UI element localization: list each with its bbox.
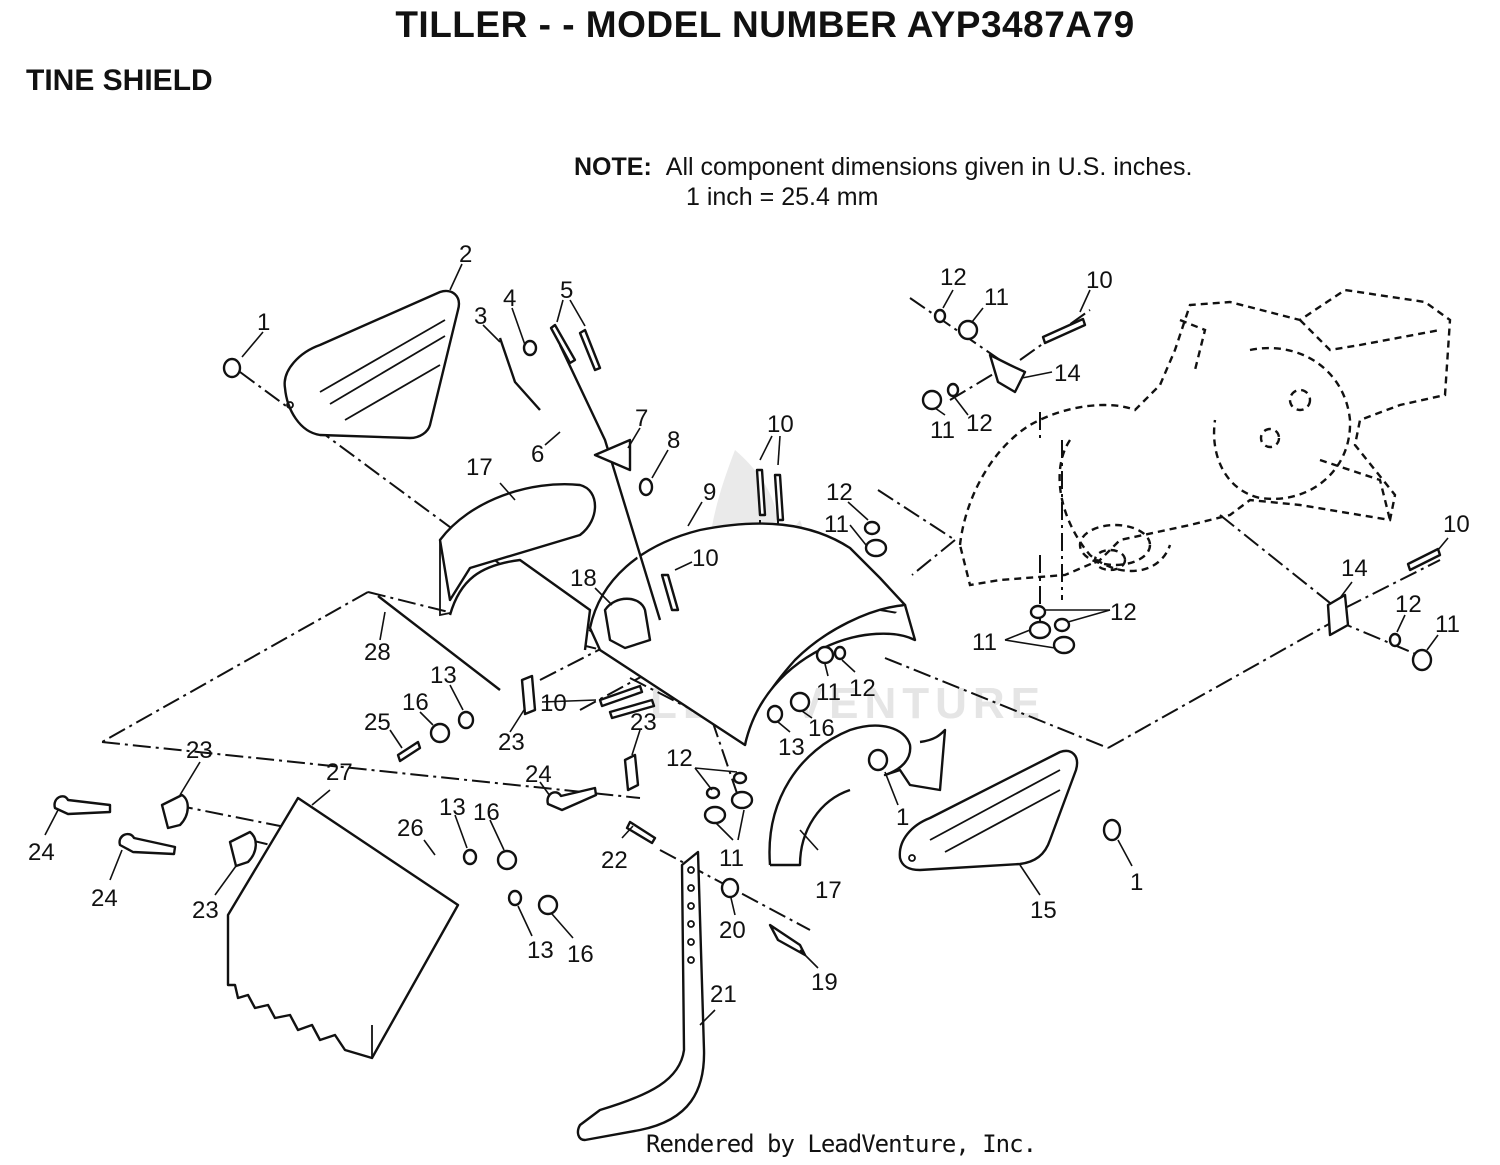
callout-12: 12: [1110, 599, 1137, 626]
callout-23: 23: [192, 897, 219, 924]
callout-12: 12: [1395, 591, 1422, 618]
part-17-upper-flap[interactable]: [438, 483, 597, 651]
callout-11: 11: [816, 679, 841, 706]
callout-12: 12: [826, 479, 853, 506]
bolts[interactable]: [53, 317, 1442, 856]
part-7-rod[interactable]: [558, 344, 662, 621]
callout-17: 17: [815, 877, 842, 904]
part-27-deflector[interactable]: [226, 796, 460, 1060]
callout-11: 11: [930, 417, 955, 444]
callout-10: 10: [540, 690, 567, 717]
callout-5: 5: [560, 277, 573, 304]
part-15-right-side-plate[interactable]: [898, 749, 1079, 872]
part-18-bracket[interactable]: [603, 597, 652, 650]
callout-15: 15: [1030, 897, 1057, 924]
depth-bar-holes: [687, 866, 695, 964]
callout-1: 1: [1130, 869, 1143, 896]
callout-10: 10: [767, 411, 794, 438]
callout-16: 16: [402, 689, 429, 716]
page-title: TILLER - - MODEL NUMBER AYP3487A79: [395, 4, 1135, 45]
callout-12: 12: [940, 264, 967, 291]
callout-11: 11: [824, 511, 849, 538]
note-label: NOTE:: [574, 153, 652, 181]
callout-14: 14: [1341, 555, 1368, 582]
callout-24: 24: [91, 885, 118, 912]
part-23-clamps[interactable]: [160, 674, 640, 868]
leader-lines: [44, 263, 1449, 1026]
callout-1: 1: [896, 804, 909, 831]
callout-16: 16: [473, 799, 500, 826]
callout-1: 1: [257, 309, 270, 336]
callout-numbers: 1 1 1 2 3 4 5 6 7 8 9 10 10 10 10 10 11 …: [28, 241, 1470, 1008]
callout-14: 14: [1054, 360, 1081, 387]
callout-9: 9: [703, 479, 716, 506]
callout-16: 16: [567, 941, 594, 968]
callout-11: 11: [972, 629, 997, 656]
callout-20: 20: [719, 917, 746, 944]
callout-25: 25: [364, 709, 391, 736]
callout-24: 24: [525, 761, 552, 788]
callout-17: 17: [466, 454, 493, 481]
tiller-frame-phantom: [958, 288, 1452, 587]
callout-18: 18: [570, 565, 597, 592]
callout-10: 10: [692, 545, 719, 572]
callout-13: 13: [430, 662, 457, 689]
callout-13: 13: [778, 734, 805, 761]
section-title: TINE SHIELD: [26, 64, 213, 97]
callout-12: 12: [666, 745, 693, 772]
callout-8: 8: [667, 427, 680, 454]
note-line-2: 1 inch = 25.4 mm: [686, 183, 879, 211]
part-2-left-side-plate[interactable]: [283, 289, 461, 440]
callout-23: 23: [630, 709, 657, 736]
callout-16: 16: [808, 715, 835, 742]
footer-credit: Rendered by LeadVenture, Inc.: [646, 1130, 1037, 1158]
callout-12: 12: [966, 410, 993, 437]
nuts-and-washers[interactable]: [222, 308, 1433, 916]
callout-10: 10: [1443, 511, 1470, 538]
callout-27: 27: [326, 759, 353, 786]
callout-3: 3: [474, 303, 487, 330]
callout-24: 24: [28, 839, 55, 866]
callout-7: 7: [635, 405, 648, 432]
dimension-note: NOTE: All component dimensions given in U…: [574, 152, 1192, 212]
callout-6: 6: [531, 441, 544, 468]
callout-11: 11: [1435, 611, 1460, 638]
callout-22: 22: [601, 847, 628, 874]
callout-23: 23: [186, 737, 213, 764]
callout-11: 11: [719, 845, 744, 872]
callout-10: 10: [1086, 267, 1113, 294]
callout-13: 13: [527, 937, 554, 964]
note-line-1: All component dimensions given in U.S. i…: [665, 153, 1193, 181]
callout-2: 2: [459, 241, 472, 268]
callout-4: 4: [503, 285, 516, 312]
callout-19: 19: [811, 969, 838, 996]
callout-12: 12: [849, 675, 876, 702]
callout-11: 11: [984, 284, 1009, 311]
callout-13: 13: [439, 794, 466, 821]
part-17-lower-flap[interactable]: [768, 724, 947, 867]
part-21-depth-bar[interactable]: [576, 850, 706, 1142]
part-14-bracket-right[interactable]: [1326, 593, 1350, 637]
callout-23: 23: [498, 729, 525, 756]
callout-21: 21: [710, 981, 737, 1008]
part-3-rod[interactable]: [498, 337, 541, 411]
callout-28: 28: [364, 639, 391, 666]
callout-26: 26: [397, 815, 424, 842]
part-28-rod[interactable]: [377, 595, 501, 691]
part-14-bracket-top[interactable]: [988, 353, 1027, 394]
